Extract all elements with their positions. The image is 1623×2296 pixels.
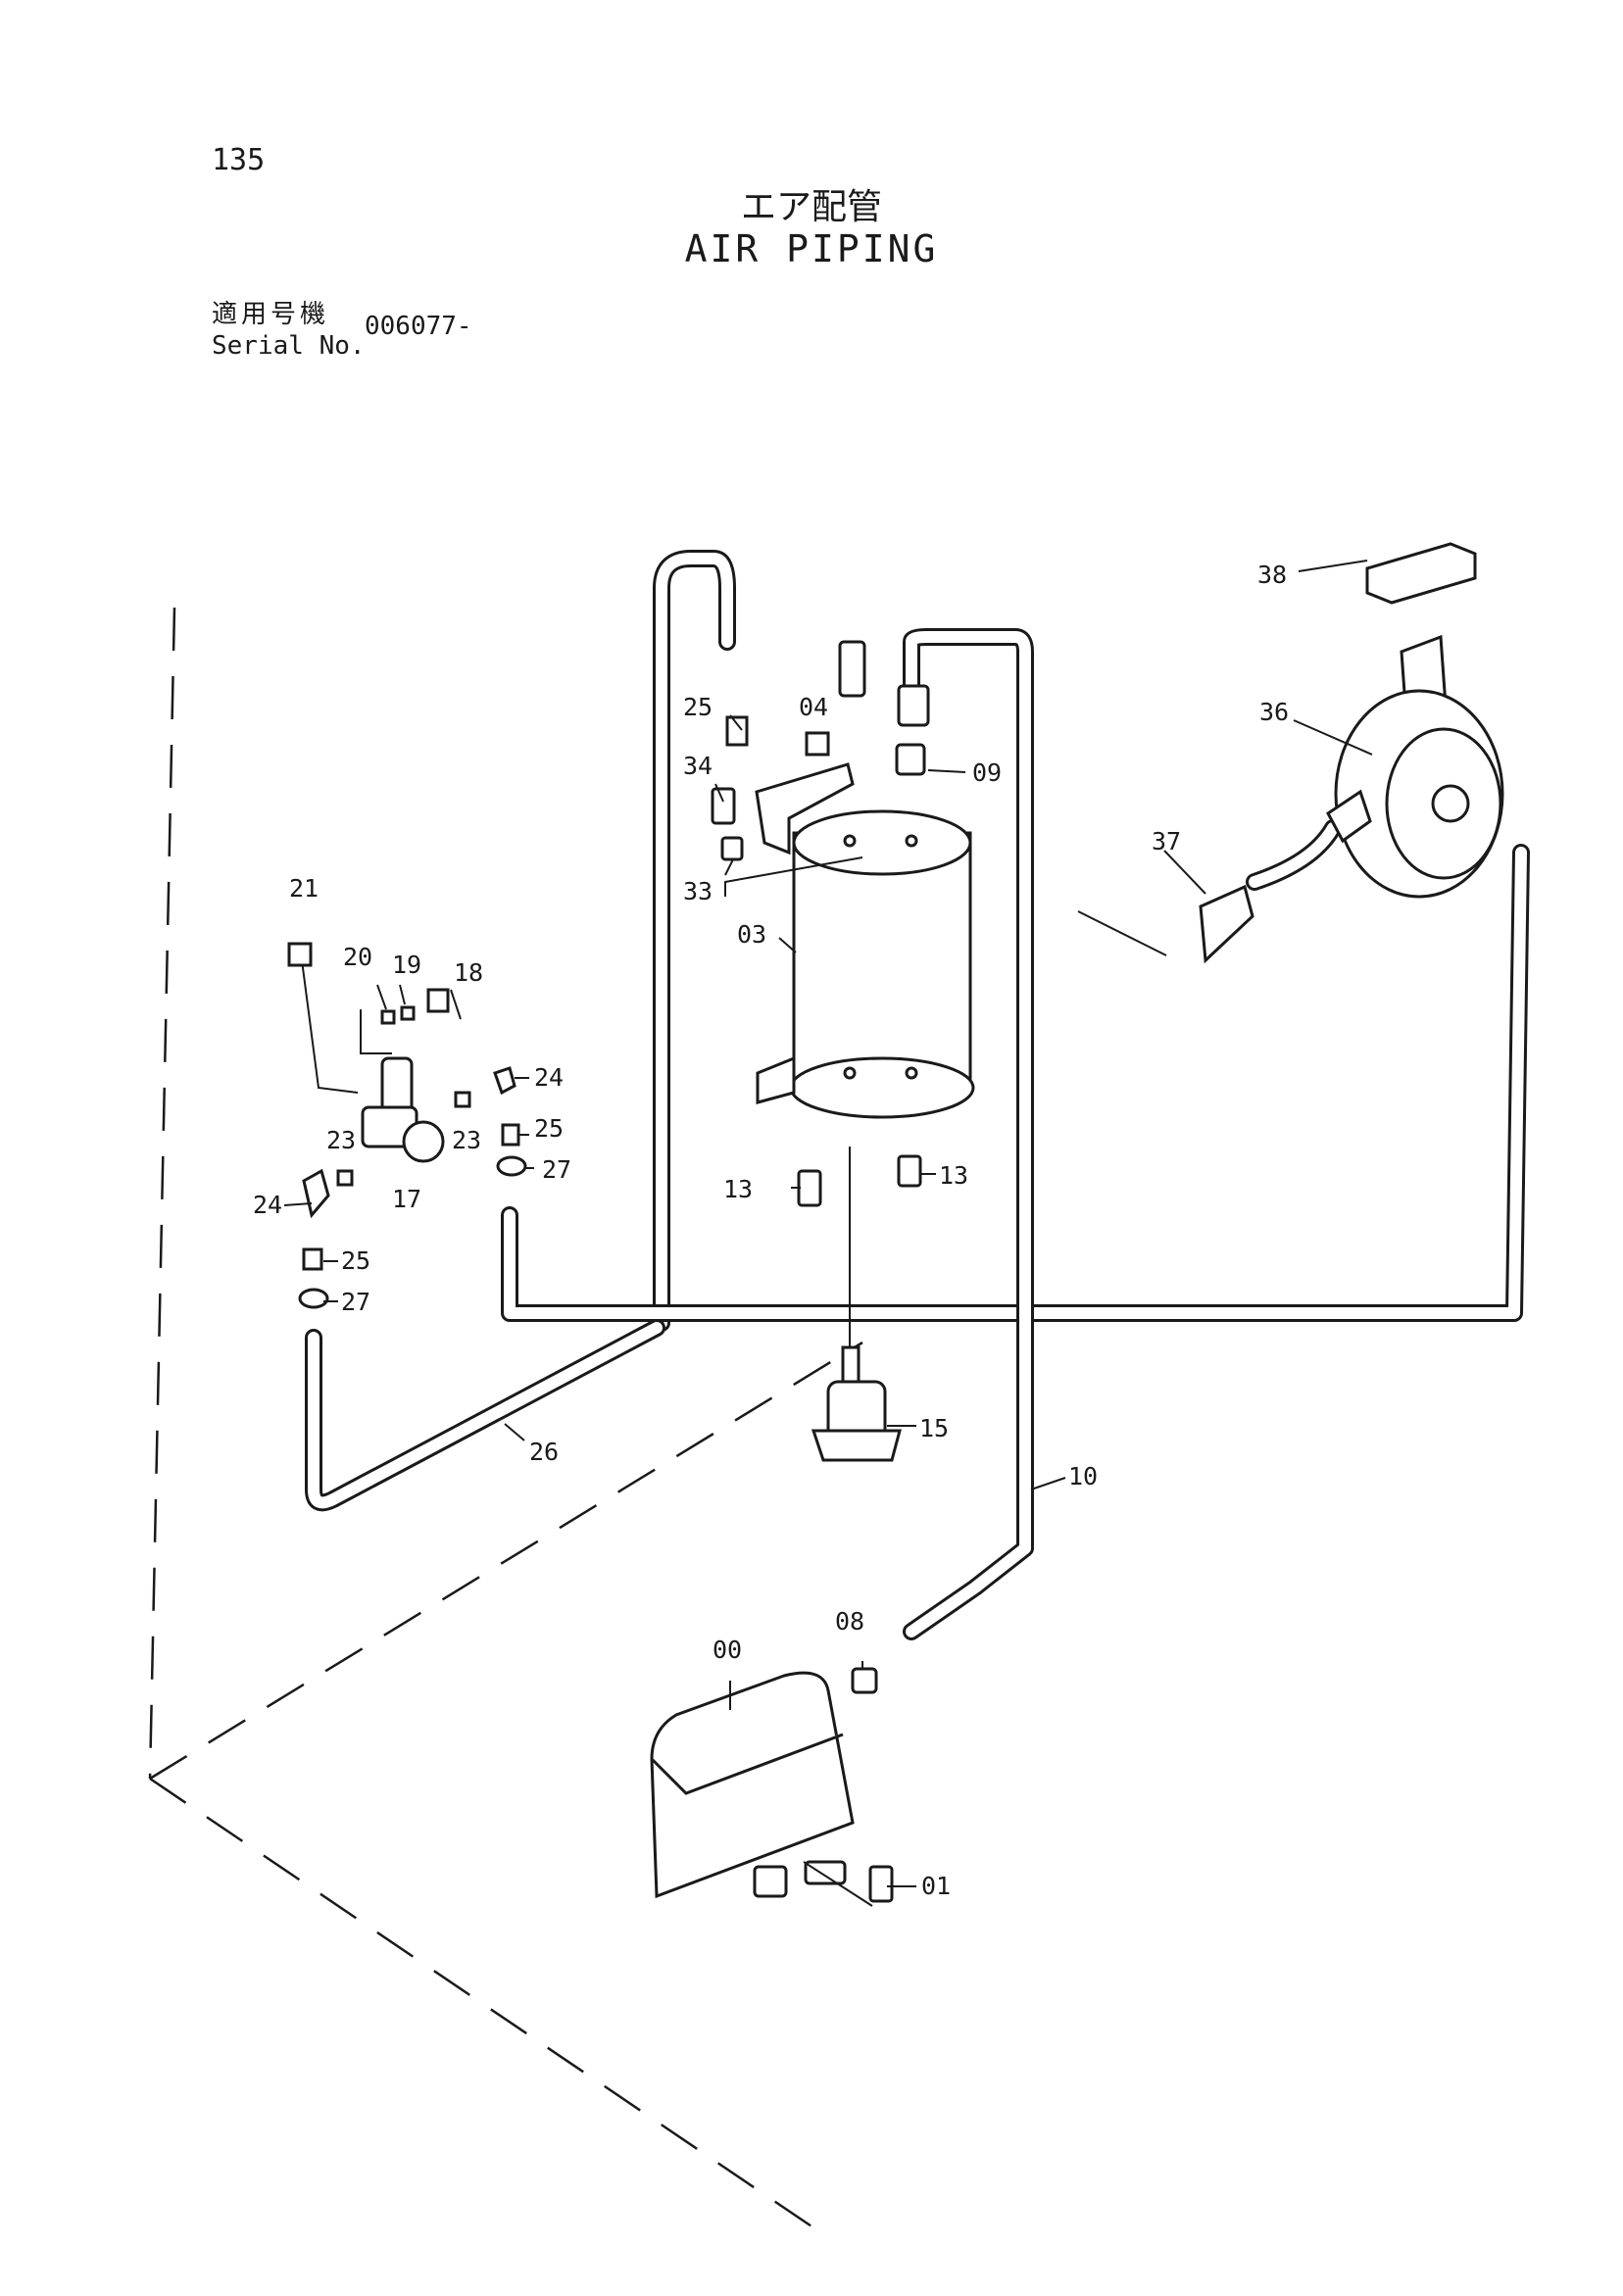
- title-english: AIR PIPING: [684, 227, 939, 270]
- callout-21: 21: [289, 874, 319, 903]
- pipe-lines: [305, 550, 1530, 1640]
- callout-34: 34: [683, 752, 713, 780]
- callout-17: 17: [392, 1185, 421, 1213]
- callout-18: 18: [454, 958, 483, 987]
- callout-04: 04: [799, 693, 828, 721]
- serial-label-english: Serial No.: [212, 331, 366, 361]
- title-japanese: エア配管: [740, 187, 882, 227]
- callout-13-right: 13: [939, 1161, 968, 1190]
- callout-10: 10: [1068, 1462, 1098, 1490]
- tank-bracket: [711, 640, 930, 1207]
- serial-label-japanese: 適用号機: [212, 300, 330, 329]
- left-valve-assembly: [287, 942, 527, 1309]
- callout-09: 09: [972, 758, 1002, 787]
- frame-lines: [148, 607, 863, 2236]
- callout-03: 03: [737, 920, 766, 949]
- callout-08: 08: [835, 1607, 864, 1636]
- callout-37: 37: [1152, 827, 1181, 855]
- callout-36: 36: [1259, 698, 1289, 726]
- callout-27-left: 27: [341, 1288, 370, 1316]
- callout-01: 01: [921, 1872, 951, 1900]
- callout-24-right: 24: [534, 1063, 564, 1092]
- callout-13-left: 13: [723, 1175, 753, 1203]
- callout-24-left: 24: [253, 1191, 282, 1219]
- callout-19: 19: [392, 951, 421, 979]
- control-box: [650, 1667, 894, 1907]
- serial-number-value: 006077-: [365, 312, 472, 341]
- callout-38: 38: [1257, 561, 1287, 589]
- drain-valve: [811, 1345, 902, 1462]
- callout-23-right: 23: [452, 1126, 481, 1154]
- callout-25-left: 25: [341, 1246, 370, 1275]
- part-callouts: 38 36 37 25 04 09 34 33 03 21 20 19 18 2…: [253, 561, 1289, 1900]
- callout-33: 33: [683, 877, 713, 905]
- leader-lines: [283, 560, 1373, 1887]
- callout-27-right: 27: [542, 1155, 571, 1184]
- page-number: 135: [212, 143, 266, 177]
- air-tank: [724, 809, 975, 1119]
- callout-25-top: 25: [683, 693, 713, 721]
- callout-23-left: 23: [326, 1126, 356, 1154]
- callout-15: 15: [919, 1414, 949, 1442]
- callout-00: 00: [713, 1636, 742, 1664]
- actuator-assembly: [1077, 542, 1504, 964]
- callout-25-right: 25: [534, 1114, 564, 1143]
- callout-26: 26: [529, 1438, 559, 1466]
- callout-20: 20: [343, 943, 372, 971]
